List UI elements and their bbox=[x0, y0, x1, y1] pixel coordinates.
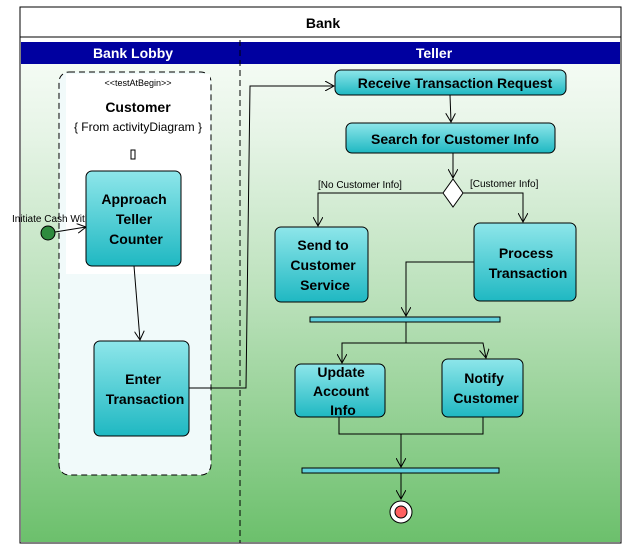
flow-update-join bbox=[338, 417, 401, 467]
final-node-core bbox=[394, 505, 408, 519]
initial-node bbox=[40, 225, 56, 241]
action-receive-label: Receive Transaction Request bbox=[358, 75, 553, 91]
guard-customer-info: [Customer Info] bbox=[470, 179, 539, 190]
flow-initial-approach bbox=[54, 227, 86, 232]
action-search-label: Search for Customer Info bbox=[371, 131, 539, 147]
action-enter-transaction bbox=[93, 340, 190, 437]
decision-node bbox=[442, 178, 464, 208]
frame-title: Bank bbox=[306, 15, 340, 31]
lane-title-bank-lobby: Bank Lobby bbox=[93, 45, 173, 61]
partition-name: Customer bbox=[105, 99, 171, 115]
flow-fork-update bbox=[342, 322, 407, 363]
action-approach-label: Approach Teller Counter bbox=[101, 191, 170, 247]
action-search-customer-info bbox=[345, 122, 556, 154]
action-notify-customer bbox=[441, 358, 524, 418]
join-bar bbox=[301, 467, 500, 474]
flow-receive-search bbox=[450, 94, 451, 122]
action-update-account-info bbox=[294, 363, 386, 418]
fork-bar bbox=[309, 316, 501, 323]
action-approach-teller-counter bbox=[85, 170, 182, 267]
partition-stereotype: <<testAtBegin>> bbox=[104, 78, 171, 88]
flow-approach-enter bbox=[133, 265, 140, 340]
flow-enter-receive bbox=[189, 86, 334, 389]
flow-decision-send bbox=[318, 192, 443, 226]
lane-header-bar bbox=[21, 42, 620, 64]
partition-subtitle: { From activityDiagram } bbox=[74, 120, 202, 134]
action-update-label: Update Account Info bbox=[313, 364, 373, 418]
action-send-to-customer-service bbox=[274, 226, 369, 303]
action-send-label: Send to Customer Service bbox=[290, 237, 359, 293]
action-process-transaction bbox=[473, 222, 577, 302]
guard-no-customer-info: [No Customer Info] bbox=[318, 180, 402, 191]
lane-title-teller: Teller bbox=[416, 45, 453, 61]
flow-fork-notify bbox=[406, 342, 486, 358]
flow-decision-process bbox=[463, 192, 523, 222]
flow-notify-join bbox=[401, 417, 484, 435]
initial-label: Initiate Cash Withdrawal bbox=[12, 214, 120, 225]
flow-process-fork bbox=[406, 261, 474, 316]
action-notify-label: Notify Customer bbox=[453, 370, 519, 406]
action-process-label: Process Transaction bbox=[489, 245, 568, 281]
action-enter-label: Enter Transaction bbox=[106, 371, 185, 407]
partition-marker bbox=[130, 149, 136, 160]
